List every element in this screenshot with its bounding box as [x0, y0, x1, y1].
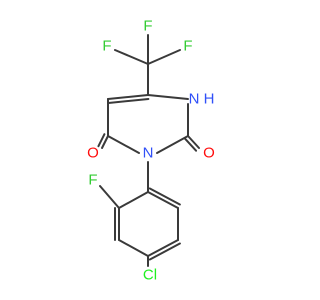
atom-h-nh: H [204, 91, 215, 108]
bond-cf3-f-left [114, 49, 149, 65]
atom-f-right: F [183, 38, 192, 55]
bond-c2-o-2 [184, 137, 198, 152]
atom-cl: Cl [143, 267, 157, 284]
bond-ar-c1-c2 [118, 191, 149, 209]
bond-ar-c6-c1-2 [148, 187, 181, 206]
bond-c5-c6-2 [107, 97, 150, 104]
atom-f-top: F [143, 18, 152, 35]
bond-ar-c4-c5-2 [148, 242, 181, 261]
atom-n-ring: N [143, 145, 154, 162]
bond-layer [97, 34, 200, 267]
bond-ar-f [99, 185, 120, 209]
atom-f-aryl: F [88, 172, 97, 189]
bond-cf3-f-right [147, 49, 181, 65]
bond-c2-o [187, 135, 200, 149]
atom-o-right: O [203, 145, 215, 162]
bond-ar-c6-c1 [147, 191, 179, 209]
bond-c5-c6 [107, 94, 149, 100]
atom-n-nh: N [189, 91, 200, 108]
bond-ar-c4-c5 [147, 239, 179, 257]
bond-c4-o [101, 135, 109, 149]
bond-c4-o-2 [97, 133, 106, 148]
molecule-structure: F F F H N O N O F Cl [87, 18, 215, 284]
atom-o-left: O [87, 145, 99, 162]
bond-c2-n3 [156, 135, 189, 154]
bond-ar-c3-c4 [118, 239, 149, 257]
bond-n3-c4 [107, 135, 140, 154]
molecule-canvas: F F F H N O N O F Cl [87, 17, 215, 284]
bond-c6-n1 [147, 94, 189, 100]
atom-label-layer: F F F H N O N O F Cl [87, 18, 215, 284]
atom-f-left: F [102, 38, 111, 55]
